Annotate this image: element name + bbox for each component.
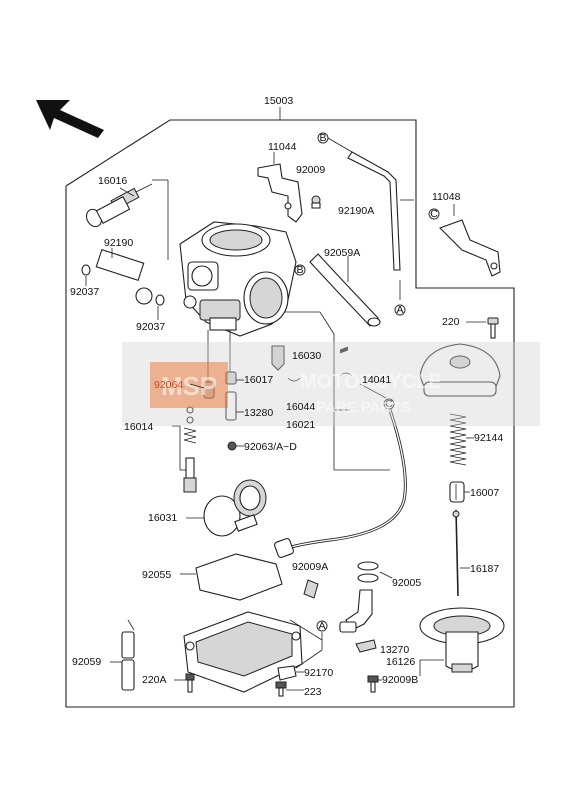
part-92144-spring — [449, 413, 467, 466]
part-16030-needle-valve — [271, 345, 285, 371]
part-16021-throttle-cable — [274, 409, 407, 558]
label-16187: 16187 — [470, 563, 499, 575]
part-16187-jet-needle — [452, 509, 460, 597]
part-92170-clamp — [277, 665, 297, 681]
svg-text:B: B — [296, 264, 303, 276]
part-14041-top-cover — [419, 343, 501, 397]
part-clip-small — [287, 372, 353, 382]
label-13270: 13270 — [380, 644, 409, 656]
label-13280: 13280 — [244, 407, 273, 419]
label-220A: 220A — [142, 674, 167, 686]
part-spring-small — [339, 346, 349, 354]
label-92059A: 92059A — [324, 247, 360, 259]
label-16126: 16126 — [386, 656, 415, 668]
svg-text:C: C — [385, 398, 393, 410]
label-92009A: 92009A — [292, 561, 328, 573]
part-11048-bracket — [439, 219, 501, 277]
part-223-screw — [275, 681, 287, 697]
label-92055: 92055 — [142, 569, 171, 581]
part-92005-o-rings — [357, 561, 379, 583]
label-15003: 15003 — [264, 95, 293, 107]
part-13270-lever — [355, 639, 377, 653]
watermark: MSP MOTORCYCLE SPARE PARTS — [122, 342, 540, 426]
part-16126-diaphragm — [419, 607, 505, 673]
label-14041: 14041 — [362, 374, 391, 386]
label-92190A: 92190A — [338, 205, 374, 217]
watermark-line2: SPARE PARTS — [306, 399, 410, 416]
part-float-bowl — [183, 611, 303, 693]
part-92063-screw — [227, 441, 237, 451]
marker-c-cable: C — [383, 398, 395, 410]
label-11048: 11048 — [432, 191, 461, 203]
part-92059A-hose — [309, 253, 381, 327]
label-16044: 16044 — [286, 401, 315, 413]
label-16017: 16017 — [244, 374, 273, 386]
part-16016-pilot-screw — [85, 183, 153, 228]
part-92009A-screw — [303, 579, 319, 599]
part-16031-pump-cover — [203, 479, 267, 537]
label-92190: 92190 — [104, 237, 133, 249]
label-11044: 11044 — [268, 141, 297, 153]
assembly-frame — [65, 119, 515, 708]
label-92059: 92059 — [72, 656, 101, 668]
label-92037-right: 92037 — [136, 321, 165, 333]
part-92009B-screw — [367, 675, 379, 693]
label-92063: 92063/A~D — [244, 441, 297, 453]
part-92055-gasket — [195, 553, 283, 601]
svg-text:A: A — [396, 304, 403, 316]
label-92009B: 92009B — [382, 674, 418, 686]
watermark-logo: MSP — [161, 371, 217, 401]
label-16014: 16014 — [124, 421, 153, 433]
part-16014-jet-set — [183, 406, 197, 493]
label-223: 223 — [304, 686, 322, 698]
label-92064: 92064 — [154, 379, 183, 391]
carburetor-body — [179, 221, 297, 337]
marker-b: B — [294, 264, 306, 276]
part-92190-tube — [81, 248, 165, 320]
label-16016: 16016 — [98, 175, 127, 187]
part-16007-needle-holder — [449, 481, 465, 503]
part-92009-screw — [311, 195, 321, 209]
label-16031: 16031 — [148, 512, 177, 524]
marker-c-top: C — [428, 208, 440, 220]
marker-a-right: A — [394, 304, 406, 316]
label-92037-left: 92037 — [70, 286, 99, 298]
part-220-screw — [487, 317, 499, 339]
svg-text:B: B — [319, 132, 326, 144]
part-16017-pilot-jet — [225, 371, 237, 385]
label-220: 220 — [442, 316, 460, 328]
marker-b-top: B — [317, 132, 329, 144]
part-11044-bracket — [257, 163, 303, 223]
direction-arrow-icon — [36, 100, 104, 138]
svg-text:A: A — [318, 620, 325, 632]
part-92059-tube — [121, 619, 135, 691]
part-220A-screw — [185, 673, 195, 693]
label-16007: 16007 — [470, 487, 499, 499]
label-92170: 92170 — [304, 667, 333, 679]
part-13280-jet-holder — [225, 391, 237, 421]
marker-a-bowl: A — [316, 620, 328, 632]
part-elbow-fitting — [339, 589, 373, 633]
watermark-line1: MOTORCYCLE — [300, 371, 442, 393]
label-16021: 16021 — [286, 419, 315, 431]
label-16030: 16030 — [292, 350, 321, 362]
label-92009: 92009 — [296, 164, 325, 176]
part-92064-jet — [203, 381, 215, 399]
part-92190A-tube — [347, 151, 414, 300]
label-92144: 92144 — [474, 432, 503, 444]
label-92005: 92005 — [392, 577, 421, 589]
svg-text:C: C — [430, 208, 438, 220]
